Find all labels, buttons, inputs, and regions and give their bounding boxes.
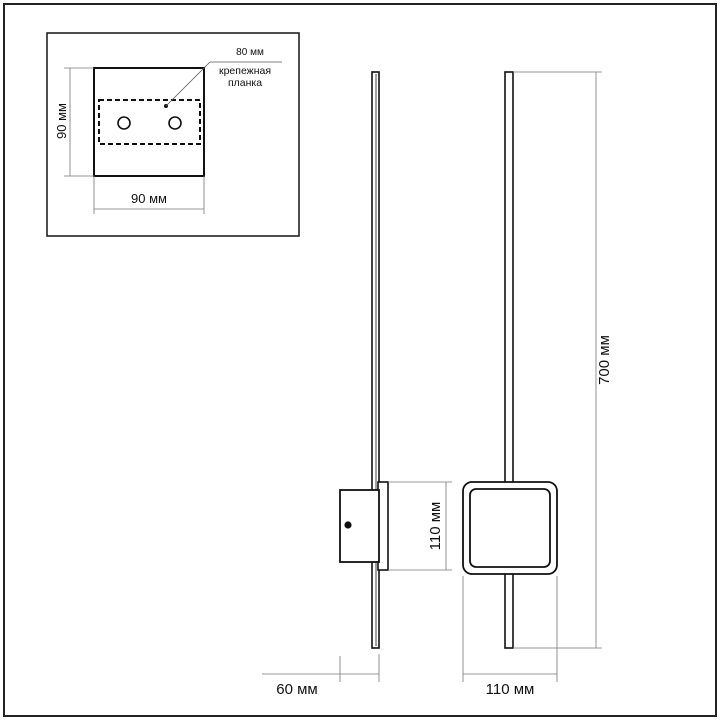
mounting-bar bbox=[98, 99, 201, 145]
inset-width-label: 90 мм bbox=[131, 191, 167, 206]
inset-frame bbox=[46, 32, 300, 237]
callout-text-line1: крепежная bbox=[219, 65, 271, 77]
callout-width-label: 80 мм bbox=[236, 47, 264, 58]
front-view-frame-inner bbox=[469, 488, 551, 568]
side-block-label: 110 мм bbox=[427, 502, 444, 551]
side-view: 110 мм 60 мм bbox=[262, 71, 452, 698]
side-depth-label: 60 мм bbox=[276, 681, 317, 698]
front-view-rod bbox=[504, 71, 514, 649]
front-width-label: 110 мм bbox=[486, 681, 535, 698]
outer-frame bbox=[3, 3, 717, 717]
callout-text-line2: планка bbox=[228, 77, 262, 89]
mounting-hole-left bbox=[117, 116, 131, 130]
mounting-hole-right bbox=[168, 116, 182, 130]
inset-mounting-plate: 80 мм крепежная планка 90 мм 90 мм bbox=[46, 32, 300, 237]
side-view-rod bbox=[371, 71, 380, 649]
front-height-label: 700 мм bbox=[596, 335, 613, 385]
front-view: 700 мм 110 мм bbox=[462, 71, 613, 698]
inset-height-label: 90 мм bbox=[54, 103, 69, 139]
callout-leader bbox=[165, 61, 211, 107]
side-view-screw bbox=[344, 521, 352, 529]
